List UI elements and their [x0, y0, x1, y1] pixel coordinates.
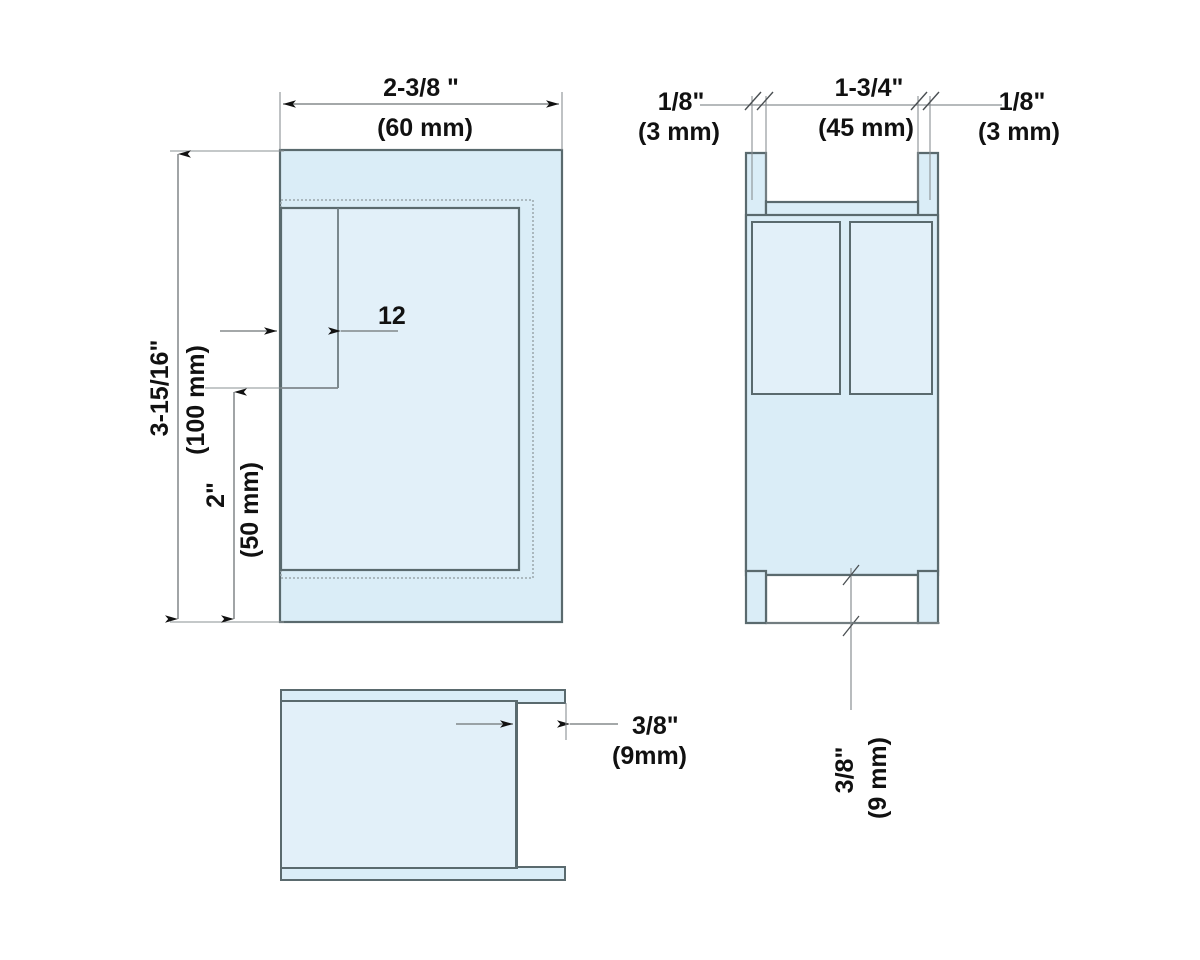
- section-inner-panel-right: [849, 221, 933, 395]
- side-thickness-imperial-label: 3/8": [632, 712, 679, 740]
- section-bottom-break-slash-upper: [842, 564, 860, 586]
- front-height-metric-label: (100 mm): [182, 345, 210, 455]
- side-thickness-metric-label: (9mm): [612, 742, 687, 770]
- section-break-slash-left-b: [756, 91, 774, 111]
- section-break-slash-right-a: [910, 91, 928, 111]
- section-bottom-metric-label: (9 mm): [864, 737, 892, 819]
- front-notch-height-imperial-label: 2": [202, 482, 230, 508]
- front-width-imperial-label: 2-3/8 ": [383, 74, 459, 102]
- section-right-wall-imperial-label: 1/8": [999, 88, 1046, 116]
- front-notch-height-metric-label: (50 mm): [236, 462, 264, 558]
- section-bottom-recess: [764, 573, 920, 625]
- front-notch-width-label: 12: [378, 302, 406, 330]
- section-bottom-left-leg: [744, 569, 768, 625]
- section-left-wall-imperial-label: 1/8": [658, 88, 705, 116]
- section-right-wall-metric-label: (3 mm): [978, 118, 1060, 146]
- front-width-metric-label: (60 mm): [377, 114, 473, 142]
- front-height-imperial-label: 3-15/16": [146, 340, 174, 437]
- front-view: 2-3/8 " (60 mm) 3-15/16" (100 mm) 2" (50…: [146, 74, 564, 624]
- section-bottom-imperial-label: 3/8": [831, 747, 859, 794]
- section-channel-metric-label: (45 mm): [818, 114, 914, 142]
- side-view: 3/8" (9mm): [280, 689, 687, 881]
- front-view-hidden-outline: [280, 199, 534, 579]
- section-bottom-break-slash-lower: [842, 615, 860, 637]
- section-break-slash-left-a: [744, 91, 762, 111]
- section-break-slash-right-b: [922, 91, 940, 111]
- section-view: 1/8" (3 mm) 1-3/4" (45 mm) 1/8" (3 mm) 3…: [638, 74, 1060, 819]
- section-left-wall-metric-label: (3 mm): [638, 118, 720, 146]
- section-channel-imperial-label: 1-3/4": [835, 74, 904, 102]
- section-inner-panel-left: [751, 221, 841, 395]
- section-bottom-right-leg: [916, 569, 940, 625]
- front-view-inner-pad: [279, 206, 521, 572]
- side-view-body: [280, 700, 518, 869]
